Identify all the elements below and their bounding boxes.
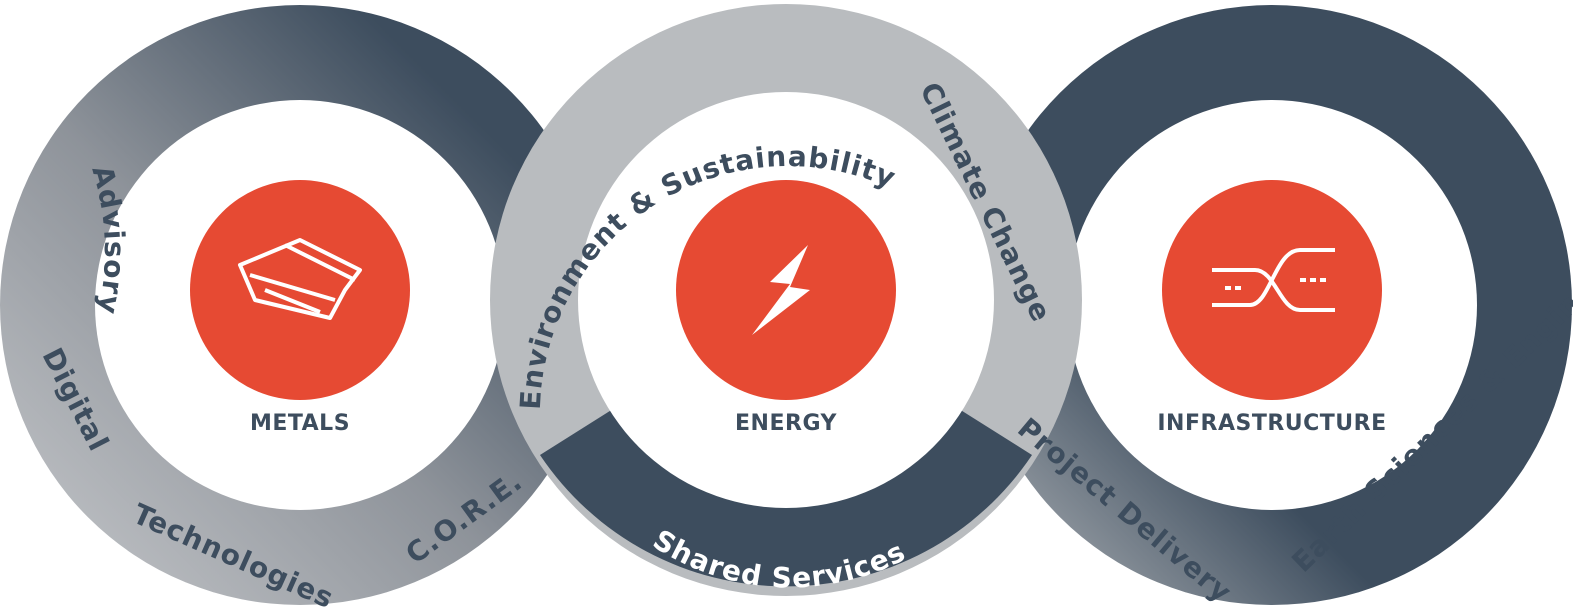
infrastructure-label: INFRASTRUCTURE	[1157, 411, 1386, 436]
energy-label: ENERGY	[735, 411, 837, 436]
metals-label: METALS	[250, 411, 350, 436]
highway-interchange-icon	[1212, 248, 1335, 312]
metals-sector: METALS	[190, 180, 410, 436]
steel-beams-icon	[238, 238, 362, 320]
lightning-bolt-icon	[752, 245, 810, 335]
energy-sector: ENERGY	[676, 180, 896, 436]
infrastructure-sector: INFRASTRUCTURE	[1157, 180, 1386, 436]
infrastructure-badge	[1162, 180, 1382, 400]
